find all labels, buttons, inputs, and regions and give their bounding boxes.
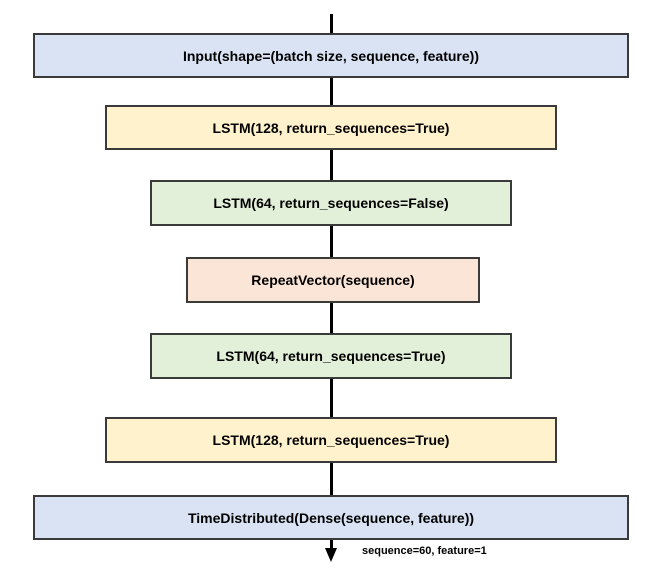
output-arrow-head bbox=[325, 548, 337, 562]
lstm-64-encoder-box: LSTM(64, return_sequences=False) bbox=[150, 180, 512, 226]
output-shape-note: sequence=60, feature=1 bbox=[362, 545, 487, 557]
lstm-128-decoder-box: LSTM(128, return_sequences=True) bbox=[105, 417, 557, 463]
lstm-64-decoder-box: LSTM(64, return_sequences=True) bbox=[150, 333, 512, 379]
lstm-128-encoder-box: LSTM(128, return_sequences=True) bbox=[105, 105, 557, 150]
input-layer-box: Input(shape=(batch size, sequence, featu… bbox=[33, 33, 629, 78]
time-distributed-dense-box: TimeDistributed(Dense(sequence, feature)… bbox=[33, 495, 629, 540]
repeat-vector-box: RepeatVector(sequence) bbox=[186, 257, 480, 303]
